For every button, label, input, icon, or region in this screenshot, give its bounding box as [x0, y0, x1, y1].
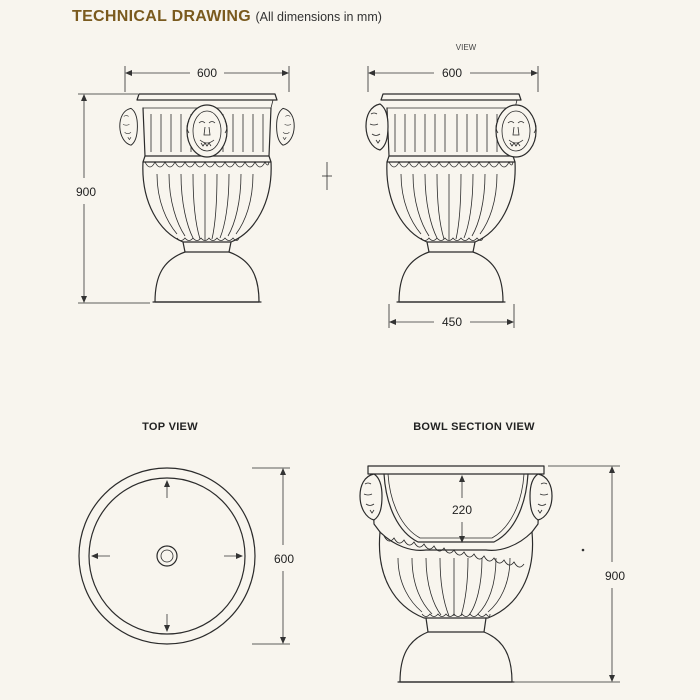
- front-height-label: 900: [76, 185, 96, 199]
- top-view: TOP VIEW 600: [78, 421, 294, 645]
- section-depth-dimension: 220: [452, 475, 472, 543]
- top-diameter-label: 600: [274, 552, 294, 566]
- section-height-dimension: 900: [514, 465, 625, 683]
- side-base-dimension: 450: [388, 304, 515, 329]
- front-view: 600 900: [76, 66, 295, 304]
- drawing-subtitle: (All dimensions in mm): [255, 10, 382, 24]
- side-base-label: 450: [442, 315, 462, 329]
- side-width-label: 600: [442, 66, 462, 80]
- page-header: TECHNICAL DRAWING (All dimensions in mm): [72, 8, 382, 26]
- section-marker: [581, 548, 585, 552]
- front-width-dimension: 600: [124, 66, 290, 92]
- side-width-dimension: 600: [367, 66, 539, 92]
- side-view-caption: VIEW: [456, 43, 477, 52]
- top-radius-arrows: [91, 480, 243, 632]
- section-depth-label: 220: [452, 503, 472, 517]
- top-view-caption: TOP VIEW: [142, 421, 198, 433]
- front-width-label: 600: [197, 66, 217, 80]
- front-height-dimension: 900: [76, 93, 150, 304]
- drawing-title: TECHNICAL DRAWING: [72, 8, 252, 25]
- top-diameter-dimension: 600: [252, 467, 294, 645]
- side-center-mark: [322, 162, 332, 190]
- section-view-caption: BOWL SECTION VIEW: [413, 421, 535, 433]
- section-height-label: 900: [605, 569, 625, 583]
- side-view: VIEW 600 450: [322, 43, 539, 329]
- section-view: BOWL SECTION VIEW: [359, 421, 625, 683]
